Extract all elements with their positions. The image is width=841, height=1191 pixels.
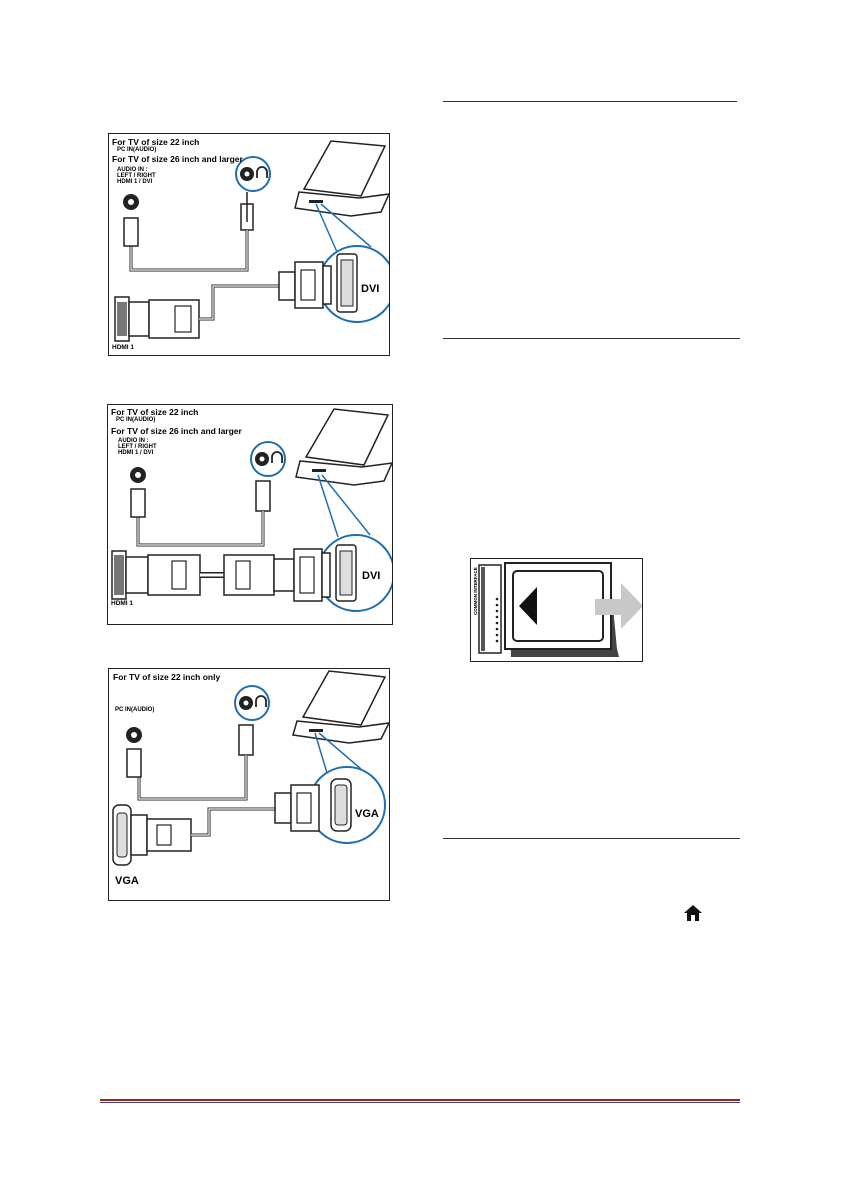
label-dvi: DVI xyxy=(361,283,380,295)
section-rule-1 xyxy=(443,101,737,102)
label-audio-in: AUDIO IN : xyxy=(118,438,149,444)
label-common-interface: COMMON INTERFACE xyxy=(473,567,478,615)
label-tv-22: For TV of size 22 inch xyxy=(112,137,200,147)
label-hdmi-dvi: HDMI 1 / DVI xyxy=(117,179,153,185)
label-pc-in-audio: PC IN(AUDIO) xyxy=(116,417,156,423)
ci-module-diagram xyxy=(478,562,642,657)
label-dvi: DVI xyxy=(362,570,381,582)
label-tv-26: For TV of size 26 inch and larger xyxy=(111,426,242,436)
footer-rule-top xyxy=(100,1099,740,1101)
figure-vga-connection: For TV of size 22 inch only PC IN(AUDIO)… xyxy=(108,668,390,901)
connection-diagram-1 xyxy=(114,140,389,342)
label-pc-in-audio: PC IN(AUDIO) xyxy=(115,707,155,713)
figure-hdmi-adapter-connection: For TV of size 22 inch PC IN(AUDIO) For … xyxy=(107,404,393,625)
label-left-right: LEFT / RIGHT xyxy=(117,173,156,179)
label-tv-22: For TV of size 22 inch xyxy=(111,407,199,417)
section-rule-2 xyxy=(443,338,740,339)
section-rule-3 xyxy=(443,838,740,839)
connection-diagram-3 xyxy=(112,670,389,866)
figure-ci-module-insert: COMMON INTERFACE xyxy=(470,558,643,662)
label-left-right: LEFT / RIGHT xyxy=(118,444,157,450)
label-audio-in: AUDIO IN : xyxy=(117,167,148,173)
label-hdmi-dvi: HDMI 1 / DVI xyxy=(118,450,154,456)
connection-diagram-2 xyxy=(111,408,392,612)
label-hdmi-1: HDMI 1 xyxy=(111,600,134,607)
label-hdmi-1: HDMI 1 xyxy=(112,344,135,351)
figure-hdmi-dvi-connection: For TV of size 22 inch PC IN(AUDIO) For … xyxy=(108,133,390,356)
label-tv-22-only: For TV of size 22 inch only xyxy=(113,672,221,682)
headphone-icon xyxy=(256,693,266,707)
footer-rule-bottom xyxy=(100,1102,740,1103)
headphone-icon xyxy=(257,164,267,178)
label-pc-in-audio: PC IN(AUDIO) xyxy=(117,147,157,153)
label-vga-left: VGA xyxy=(115,875,139,887)
label-tv-26: For TV of size 26 inch and larger xyxy=(112,154,243,164)
home-icon xyxy=(683,904,703,922)
label-vga-right: VGA xyxy=(355,808,379,820)
headphone-icon xyxy=(272,449,282,463)
